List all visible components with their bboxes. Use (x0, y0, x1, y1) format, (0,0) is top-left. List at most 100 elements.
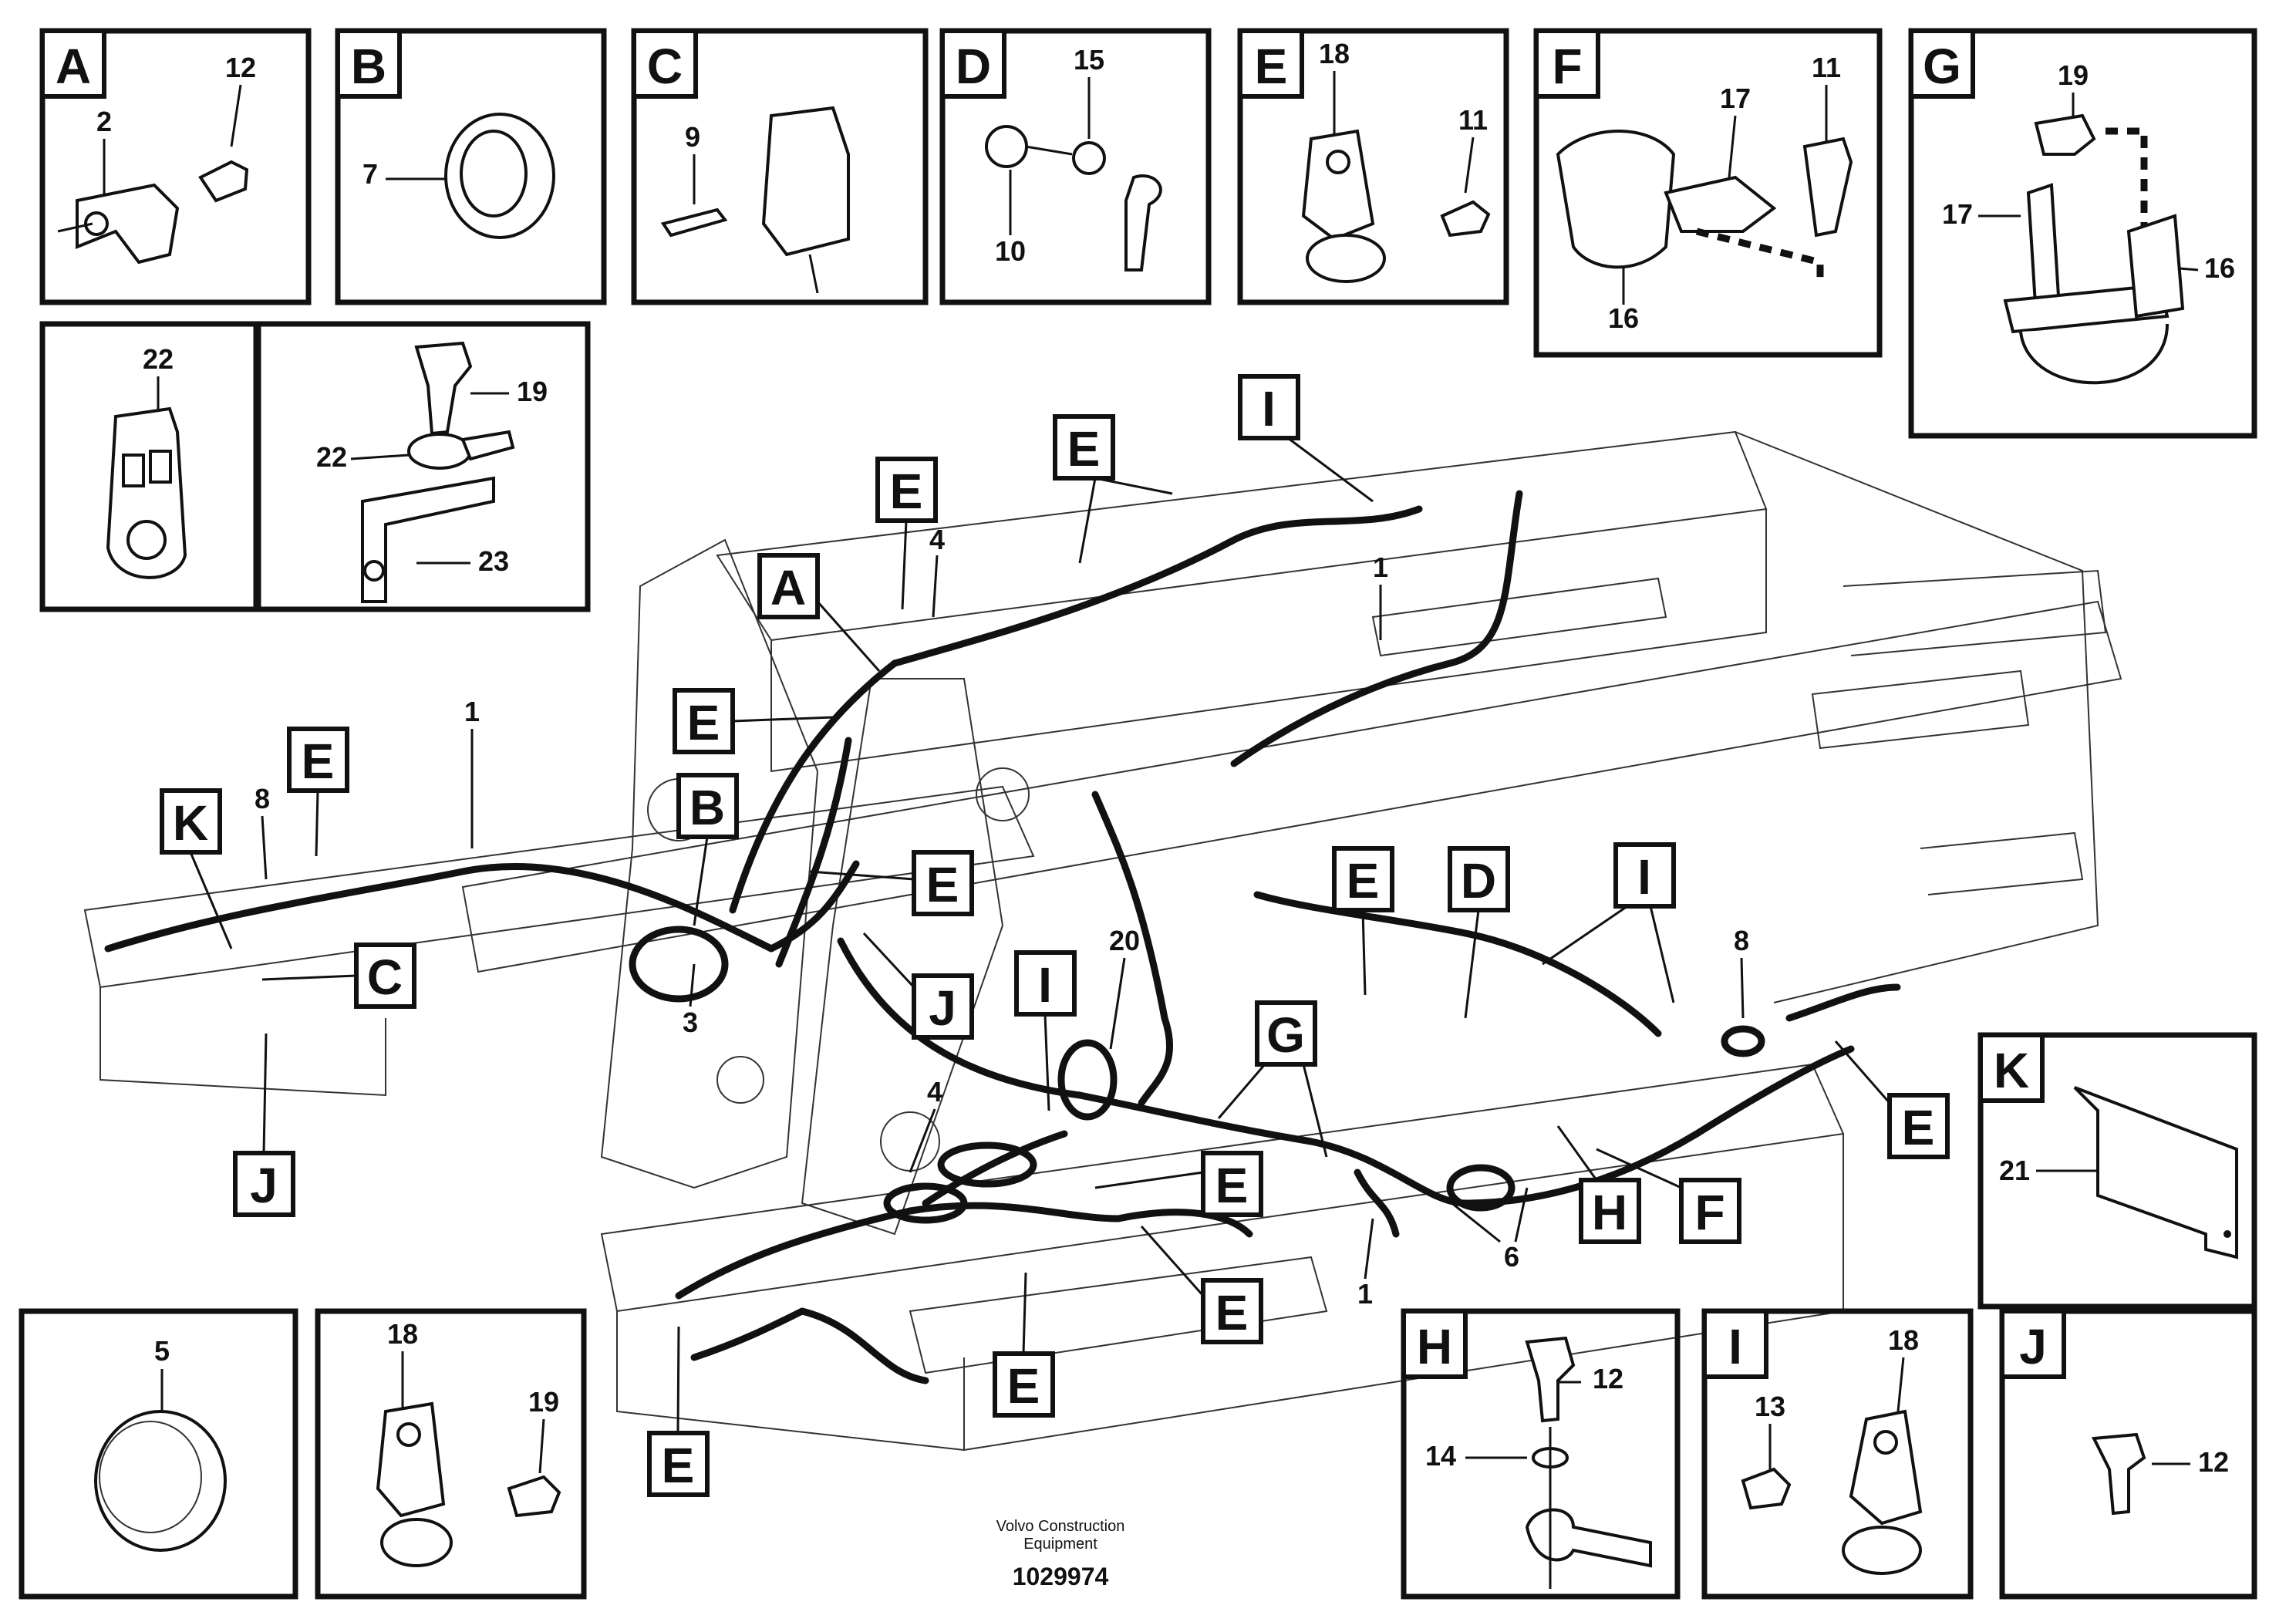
detail-panel-h: H 12 14 (1401, 1308, 1681, 1600)
callout-number: 22 (316, 441, 347, 473)
detail-panel-19-22-23: 19 22 23 (253, 321, 591, 612)
location-tag: C (367, 949, 403, 1005)
callout-number: 17 (1942, 198, 1973, 230)
clamp-icon (76, 183, 180, 265)
screw-icon (660, 207, 728, 238)
callout-number: 4 (929, 524, 945, 555)
location-tag: I (1637, 849, 1651, 905)
panel-letter: B (351, 39, 386, 94)
panel-letter: D (956, 39, 991, 94)
callout-number: 13 (1755, 1391, 1785, 1422)
detail-panel-k: K 21 (1977, 1032, 2257, 1310)
detail-panel-e: E 18 11 (1237, 28, 1509, 305)
callout-number: 17 (1720, 83, 1751, 114)
bolt-icon (1440, 200, 1491, 238)
detail-panel-g: G 19 17 16 (1908, 28, 2257, 439)
location-tag: K (173, 795, 208, 851)
bracket-clip-icon (1301, 129, 1375, 241)
location-tag: E (1007, 1358, 1040, 1414)
detail-panel-f: F 17 11 16 (1533, 28, 1883, 358)
callout-number: 22 (143, 343, 174, 375)
panel-letter: A (56, 39, 91, 94)
callout-number: 11 (1812, 52, 1841, 83)
location-tag: D (1461, 853, 1496, 909)
bolt-icon (198, 160, 249, 203)
callout-number: 4 (927, 1076, 942, 1108)
bolt-icon (507, 1475, 561, 1518)
company-name-line2: Equipment (1023, 1536, 1097, 1553)
ring-terminal-icon (1525, 1508, 1652, 1568)
detail-panel-5: 5 (19, 1308, 298, 1600)
location-tag: F (1694, 1185, 1725, 1240)
detail-panel-d: D 15 10 (939, 28, 1212, 305)
callout-number: 18 (1888, 1324, 1919, 1356)
location-tag: E (1215, 1158, 1249, 1213)
location-tag: E (1347, 853, 1380, 909)
detail-panel-b: B 7 (335, 28, 607, 305)
bolt-icon (1802, 137, 1853, 238)
callout-number: 8 (1734, 925, 1749, 956)
strap-clamp-icon (1556, 130, 1676, 269)
location-tag: I (1038, 957, 1052, 1013)
location-tag: A (770, 560, 806, 615)
location-tag: B (689, 780, 725, 835)
location-tag: E (302, 733, 335, 789)
callout-number: 23 (478, 545, 509, 577)
strap-loop-icon (2019, 323, 2169, 385)
main-drawing-callouts: 4 1 1 8 3 20 4 6 1 8 (255, 524, 1749, 1310)
callout-number: 16 (1608, 302, 1639, 334)
panel-letter: G (1923, 39, 1961, 94)
plug-cap-icon (94, 1410, 227, 1552)
detail-panel-18-19: 18 19 (315, 1308, 587, 1600)
callout-number: 2 (96, 106, 112, 137)
bolt-icon (1741, 1467, 1792, 1510)
callout-number: 1 (464, 696, 480, 727)
callout-number: 14 (1425, 1440, 1456, 1472)
bolt-icon (2091, 1432, 2146, 1516)
ring-terminal-icon (1124, 174, 1162, 271)
callout-number: 19 (528, 1386, 559, 1418)
location-tag: E (926, 857, 959, 912)
location-tag: I (1262, 381, 1276, 437)
location-tag: E (662, 1438, 695, 1493)
wire-harness (104, 490, 1901, 1384)
relay-icon (761, 106, 850, 257)
panel-letter: K (1994, 1043, 2029, 1098)
location-tag: H (1592, 1185, 1627, 1240)
callout-number: 10 (995, 235, 1026, 267)
location-tag: G (1266, 1007, 1305, 1063)
bolt-icon (1525, 1336, 1576, 1423)
detail-panel-j: J 12 (1999, 1308, 2257, 1600)
callout-number: 12 (2198, 1446, 2229, 1478)
main-drawing-tags: E I E A E E K B E C (160, 374, 1950, 1497)
callout-number: 18 (387, 1318, 418, 1350)
detail-panel-22: 22 (39, 321, 261, 612)
main-frame-drawing (83, 430, 2122, 1452)
callout-number: 19 (517, 376, 548, 407)
company-name: Volvo Construction (996, 1518, 1125, 1535)
callout-number: 18 (1319, 38, 1350, 69)
callout-number: 20 (1109, 925, 1140, 956)
callout-number: 7 (362, 158, 378, 190)
location-tag: E (1902, 1100, 1935, 1155)
panel-letter: E (1255, 39, 1288, 94)
callout-number: 21 (1999, 1155, 2030, 1186)
location-tag: E (687, 695, 720, 750)
callout-number: 5 (154, 1335, 170, 1367)
detail-panel-a: A 2 12 (39, 28, 312, 305)
detail-panel-i: I 18 13 (1701, 1308, 1974, 1600)
callout-number: 9 (685, 121, 700, 153)
bolt-icon (414, 341, 473, 436)
panel-letter: J (2019, 1319, 2047, 1374)
callout-number: 1 (1357, 1278, 1373, 1310)
document-number: 1029974 (1013, 1563, 1109, 1590)
panel-letter: I (1728, 1319, 1742, 1374)
cover-plate-icon (2073, 1086, 2238, 1259)
location-tag: J (929, 980, 956, 1036)
callout-number: 16 (2204, 252, 2235, 284)
callout-number: 11 (1458, 104, 1488, 136)
callout-number: 3 (683, 1007, 698, 1038)
callout-number: 12 (225, 52, 256, 83)
callout-number: 19 (2058, 59, 2089, 91)
